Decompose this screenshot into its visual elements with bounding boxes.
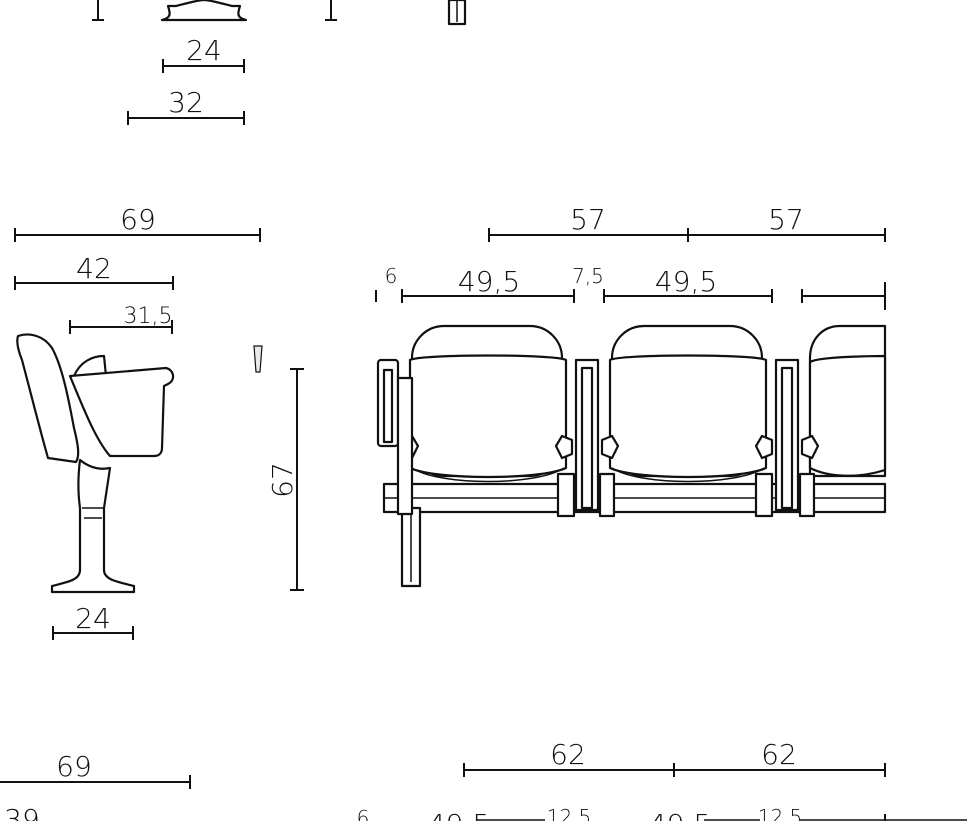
- seat-unit-3: [800, 324, 887, 478]
- side-chair: [16, 333, 263, 594]
- seat-back-side: [16, 333, 80, 464]
- bracket-right: [554, 434, 574, 460]
- dim-label: 42: [76, 252, 112, 285]
- dim-front-seat-width-2: 49,5: [603, 265, 773, 303]
- writing-tablet-side: [68, 366, 175, 458]
- seat-unit-1: [400, 324, 574, 483]
- dim-label: 6: [385, 264, 398, 288]
- dim-label: 31,5: [124, 304, 173, 329]
- dim-label: 7,5: [572, 264, 604, 288]
- dim-bottom-pitch-1: 62: [463, 738, 675, 777]
- dim-top-base-width: 24: [162, 34, 245, 73]
- dim-label: 12,5: [547, 805, 592, 821]
- tablet-support-side: [72, 354, 108, 378]
- seat-unit-2: [600, 324, 774, 483]
- dim-label: 49,5: [458, 265, 520, 298]
- seat-edge: [611, 467, 765, 483]
- dim-label: 6: [357, 806, 370, 821]
- dim-side-base-width: 24: [52, 602, 134, 640]
- dim-label: 62: [761, 738, 797, 771]
- dim-label: 49,5: [655, 265, 717, 298]
- dim-front-armrest-end: 6: [375, 264, 398, 302]
- small-mark: [253, 345, 263, 373]
- dim-top-foot-width: 32: [127, 86, 245, 125]
- dim-side-tablet-depth: 31,5: [69, 304, 173, 334]
- seat-edge: [411, 467, 565, 483]
- seat-shell: [808, 354, 887, 477]
- dim-label: 67: [266, 462, 299, 498]
- dim-label: 57: [768, 203, 804, 236]
- armrests: [376, 358, 816, 518]
- dim-label: 57: [570, 203, 606, 236]
- dim-side-height: 67: [266, 368, 304, 591]
- dim-label: 12,5: [758, 805, 803, 821]
- front-view: 57 57 6 49,5 7,5 49,5: [375, 203, 887, 588]
- armrest-post: [396, 376, 414, 516]
- seat-shell: [608, 354, 768, 479]
- dim-label: 62: [550, 738, 586, 771]
- side-view: 69 42 31,5 67 24: [14, 203, 304, 640]
- bottom-row: 69 39 62 62 6 49,5 12,5 49,5 12,5: [0, 738, 967, 821]
- dim-label: 49,5: [649, 808, 711, 821]
- bracket-left: [600, 434, 620, 460]
- dim-side-overall-depth: 69: [14, 203, 261, 242]
- dim-label: 69: [56, 750, 92, 783]
- top-view: 24 32: [92, 0, 467, 125]
- dim-label: 69: [120, 203, 156, 236]
- dim-label: 32: [168, 86, 204, 119]
- dim-label: 24: [75, 602, 111, 635]
- dim-front-pitch-1: 57: [488, 203, 689, 242]
- dim-bottom-pitch-2: 62: [674, 738, 886, 777]
- dim-bottom-overall-depth: 69: [0, 750, 191, 789]
- dim-front-seat-width-1: 49,5: [401, 265, 575, 303]
- dim-label: 39: [4, 803, 40, 821]
- dim-side-seat-depth: 42: [14, 252, 174, 290]
- pedestal-side: [50, 458, 136, 594]
- bracket-right: [754, 434, 774, 460]
- dim-front-seat-width-3: [801, 282, 886, 310]
- bracket-left: [800, 434, 820, 460]
- dim-label: 24: [186, 34, 222, 67]
- dim-label: 49,5: [428, 808, 490, 821]
- dim-front-armrest-gap: 7,5: [572, 264, 604, 288]
- dim-front-pitch-2: 57: [688, 203, 886, 242]
- seat-shell: [408, 354, 568, 479]
- chair-foot-top: [160, 0, 248, 22]
